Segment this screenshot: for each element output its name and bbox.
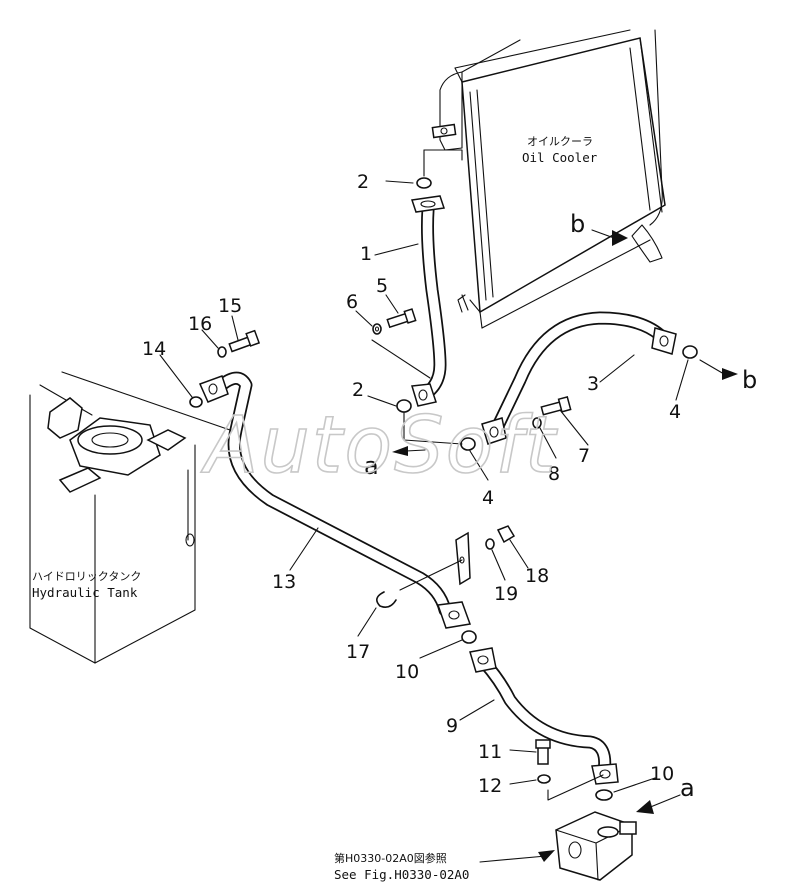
connection-refs: a a b b — [364, 210, 757, 802]
callout-11: 11 — [478, 741, 502, 763]
hydraulic-tank: ハイドロリックタンク Hydraulic Tank — [29, 371, 231, 664]
bracket — [455, 531, 471, 586]
watermark: AutoSoft — [200, 401, 558, 491]
leader-lines — [159, 149, 738, 863]
o-ring-14 — [189, 396, 203, 408]
callout-5: 5 — [376, 275, 388, 297]
hose-1 — [411, 195, 447, 407]
washer-12 — [537, 774, 551, 784]
tube-13 — [198, 371, 472, 629]
callout-2-upper: 2 — [357, 171, 369, 193]
ref-b-right: b — [742, 366, 757, 394]
callout-6: 6 — [346, 291, 358, 313]
oil-cooler-label-en: Oil Cooler — [522, 150, 598, 165]
o-ring-10-lower — [595, 789, 613, 801]
callout-9: 9 — [446, 715, 458, 737]
callout-4-lower: 4 — [482, 487, 494, 509]
ref-b-cooler: b — [570, 210, 585, 238]
ref-a-left: a — [364, 452, 379, 480]
washer-16 — [217, 346, 227, 358]
bolt-5 — [386, 308, 417, 329]
o-ring-2-upper — [416, 177, 432, 189]
callout-7: 7 — [578, 445, 590, 467]
washer-19 — [485, 538, 495, 550]
o-ring-4-right — [682, 345, 698, 359]
bolt-7 — [540, 395, 572, 416]
oil-cooler-label-jp: オイルクーラ — [527, 135, 593, 148]
hose-9 — [469, 647, 619, 785]
callouts: 2 1 5 6 2 4 3 4 7 8 14 16 15 13 17 19 18… — [142, 171, 681, 797]
callout-14: 14 — [142, 338, 166, 360]
see-fig-label-en: See Fig.H0330-02A0 — [334, 867, 469, 882]
callout-10-lower: 10 — [650, 763, 674, 785]
callout-13: 13 — [272, 571, 296, 593]
see-figure-note: 第H0330-02A0図参照 See Fig.H0330-02A0 — [334, 851, 469, 882]
oil-cooler: オイルクーラ Oil Cooler — [431, 29, 666, 329]
callout-17: 17 — [346, 641, 370, 663]
callout-10-upper: 10 — [395, 661, 419, 683]
washer-6 — [372, 323, 382, 335]
callout-3: 3 — [587, 373, 599, 395]
bolt-11 — [535, 739, 551, 765]
ref-a-valve: a — [680, 774, 695, 802]
callout-19: 19 — [494, 583, 518, 605]
callout-1: 1 — [360, 243, 372, 265]
clip-17 — [376, 591, 397, 608]
callout-8: 8 — [548, 463, 560, 485]
hydraulic-tank-label-jp: ハイドロリックタンク — [32, 570, 141, 583]
nut-18 — [496, 525, 516, 544]
callout-16: 16 — [188, 313, 212, 335]
callout-2-lower: 2 — [352, 379, 364, 401]
callout-15: 15 — [218, 295, 242, 317]
hose-3 — [481, 311, 677, 445]
washer-8 — [532, 417, 542, 429]
callout-4-right: 4 — [669, 401, 681, 423]
small-parts — [189, 177, 698, 801]
bolt-15 — [228, 329, 261, 353]
hydraulic-tank-label-en: Hydraulic Tank — [32, 585, 138, 600]
valve-block — [555, 811, 637, 881]
see-fig-label-jp: 第H0330-02A0図参照 — [334, 851, 447, 865]
o-ring-10-upper — [461, 630, 477, 644]
callout-12: 12 — [478, 775, 502, 797]
callout-18: 18 — [525, 565, 549, 587]
